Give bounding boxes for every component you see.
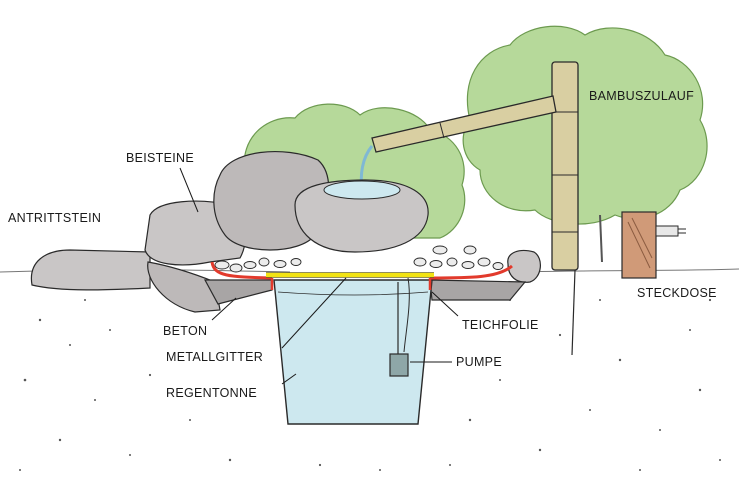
basin-stone xyxy=(294,179,429,253)
pond-liner-right xyxy=(429,264,513,280)
bamboo-pipe xyxy=(371,95,557,153)
bamboo-spout xyxy=(359,61,579,271)
pond-liner-drop xyxy=(270,278,432,290)
right-stone xyxy=(507,249,541,283)
socket xyxy=(621,211,686,279)
tree-right xyxy=(462,25,708,225)
ground-texture xyxy=(19,298,721,471)
tree-trunk xyxy=(599,214,603,263)
label-steckdose: STECKDOSE xyxy=(637,286,717,300)
label-metallgitter: METALLGITTER xyxy=(166,350,263,364)
label-antrittstein: ANTRITTSTEIN xyxy=(8,211,101,225)
label-bambuszulauf: BAMBUSZULAUF xyxy=(589,89,694,103)
stepping-stone xyxy=(30,249,151,291)
label-regentonne: REGENTONNE xyxy=(166,386,257,400)
label-pumpe: PUMPE xyxy=(456,355,502,369)
rain-barrel xyxy=(273,279,433,425)
pump xyxy=(389,269,576,377)
pebbles xyxy=(214,245,504,273)
label-teichfolie: TEICHFOLIE xyxy=(462,318,539,332)
labels: BAMBUSZULAUF BEISTEINE ANTRITTSTEIN BETO… xyxy=(8,89,717,400)
leader-lines xyxy=(179,167,459,385)
pond-liner-left xyxy=(210,261,273,280)
concrete-right xyxy=(429,279,527,301)
bamboo-post xyxy=(551,61,579,271)
label-beisteine: BEISTEINE xyxy=(126,151,194,165)
label-beton: BETON xyxy=(163,324,207,338)
